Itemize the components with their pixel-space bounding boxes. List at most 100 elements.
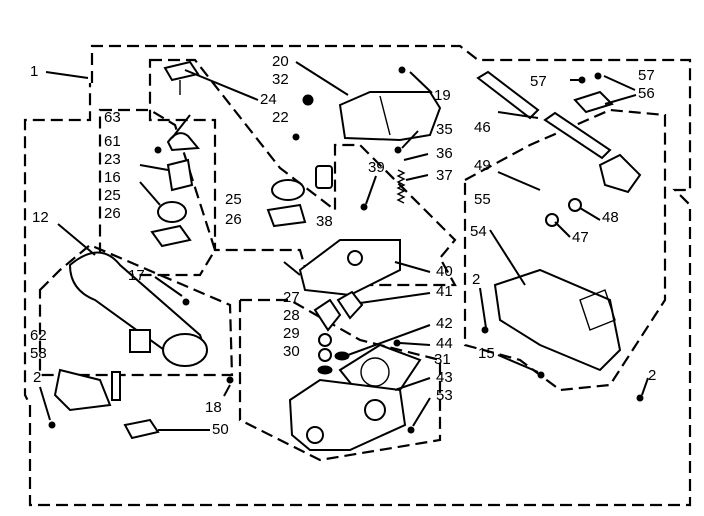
gasket-part-38: [315, 165, 333, 189]
fitting-part-50: [123, 418, 160, 440]
fitting-part-48b: [568, 198, 582, 212]
screw-19: [398, 66, 406, 74]
callout-23: 23: [104, 151, 121, 168]
callout-32: 32: [272, 71, 289, 88]
callout-27: 27: [283, 289, 300, 306]
bracket-part-25b: [266, 203, 307, 228]
leader-54: [489, 229, 526, 286]
screw-15: [537, 371, 545, 379]
callout-53: 53: [436, 387, 453, 404]
callout-55: 55: [474, 191, 491, 208]
leader-12: [57, 223, 96, 256]
leader-20: [295, 61, 349, 96]
callout-30: 30: [283, 343, 300, 360]
callout-63: 63: [104, 109, 121, 126]
leader-48: [579, 207, 601, 221]
callout-19: 19: [434, 87, 451, 104]
screw-44: [393, 339, 401, 347]
callout-35: 35: [436, 121, 453, 138]
screw-17: [182, 298, 190, 306]
leader-2b: [479, 287, 487, 329]
leader-24: [184, 69, 259, 101]
screw-22: [292, 133, 300, 141]
tube-part-46b: [543, 111, 612, 160]
clip-part-62: [111, 371, 121, 401]
leader-57b: [603, 75, 636, 91]
valve-port-2: [364, 399, 386, 421]
leader-16: [139, 181, 161, 206]
screw-2a: [48, 421, 56, 429]
callout-49: 49: [474, 157, 491, 174]
upper-valve-group-boundary: [148, 58, 457, 287]
callout-39: 39: [368, 159, 385, 176]
callout-58: 58: [30, 345, 47, 362]
leader-2c: [641, 377, 649, 396]
callout-38: 38: [316, 213, 333, 230]
callout-20: 20: [272, 53, 289, 70]
callout-22: 22: [272, 109, 289, 126]
callout-62: 62: [30, 327, 47, 344]
leader-47: [554, 221, 571, 238]
leader-56: [604, 94, 637, 105]
solenoid-part-23: [166, 158, 194, 192]
callout-18: 18: [205, 399, 222, 416]
callout-56: 56: [638, 85, 655, 102]
tube-part-46a: [476, 70, 540, 120]
plate-boss: [347, 250, 363, 266]
callout-50: 50: [212, 421, 229, 438]
leader-46: [497, 111, 539, 119]
leader-19: [409, 71, 433, 94]
leader-18: [223, 384, 231, 397]
burner-tube-boundary: [38, 243, 234, 377]
leader-23: [139, 164, 169, 171]
poppet-part-27: [313, 298, 342, 332]
leader-26b: [283, 261, 301, 276]
leader-lines: [39, 61, 649, 431]
parts: [48, 60, 644, 451]
callout-57b: 57: [638, 67, 655, 84]
cap-part-63: [166, 132, 201, 152]
callout-54: 54: [470, 223, 487, 240]
washer-part-30: [317, 365, 333, 375]
poppet-part-41: [336, 290, 364, 320]
washer-part-28: [318, 333, 332, 347]
callout-46: 46: [474, 119, 491, 136]
callout-42: 42: [436, 315, 453, 332]
callout-1: 1: [30, 63, 38, 80]
leader-41: [359, 292, 431, 304]
relay-seam: [379, 95, 391, 136]
connector-part-24: [163, 60, 200, 82]
callout-25b: 25: [225, 191, 242, 208]
callout-16: 16: [104, 169, 121, 186]
callout-17: 17: [128, 267, 145, 284]
callout-31: 31: [434, 351, 451, 368]
leader-2a: [39, 386, 51, 421]
callout-28: 28: [283, 307, 300, 324]
clamp-part-56: [573, 90, 614, 114]
leader-44: [399, 342, 431, 346]
leader-36: [403, 153, 429, 161]
valve-part-48: [598, 153, 642, 194]
main-assembly-boundary: [23, 44, 692, 507]
screw-57b: [594, 72, 602, 80]
coil-part-22: [271, 179, 305, 201]
leader-35: [401, 130, 419, 149]
callout-2c: 2: [648, 367, 656, 384]
valve-port: [306, 426, 324, 444]
bracket-part-58: [53, 368, 112, 412]
washer-part-42: [334, 351, 350, 361]
callout-47: 47: [572, 229, 589, 246]
screws: [48, 66, 644, 434]
leader-63: [171, 114, 191, 139]
leader-42: [347, 324, 431, 356]
screw-39: [360, 203, 368, 211]
screw-18: [226, 376, 234, 384]
screw-61: [154, 146, 162, 154]
screw-32: [302, 94, 314, 106]
callout-26a: 26: [104, 205, 121, 222]
callout-44: 44: [436, 335, 453, 352]
callout-2a: 2: [33, 369, 41, 386]
burner-bracket: [129, 329, 151, 353]
